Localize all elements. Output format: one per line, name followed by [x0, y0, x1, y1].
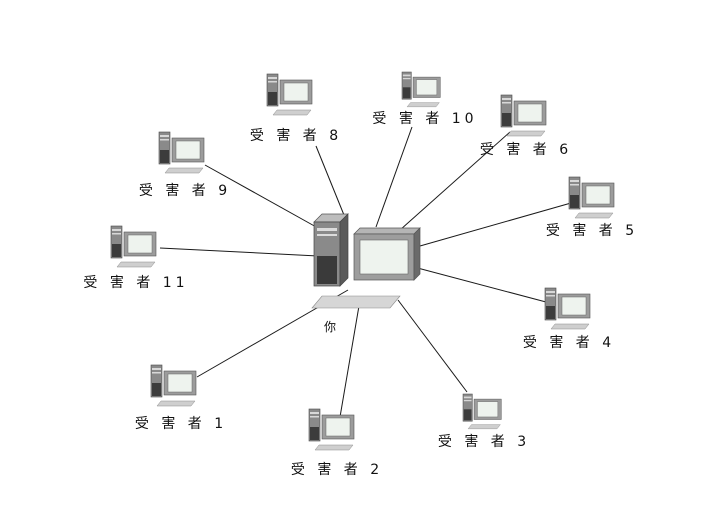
link-victim-4 — [409, 265, 547, 303]
victim-11-computer-icon — [110, 225, 157, 268]
victim-10-label: 受 害 者 10 — [372, 111, 478, 127]
victim-6-computer-icon — [500, 94, 547, 137]
center-computer-icon — [311, 213, 421, 309]
victim-9-label: 受 害 者 9 — [138, 183, 232, 199]
victim-8-computer-icon — [266, 73, 313, 116]
link-victim-2 — [339, 299, 361, 418]
victim-1-label: 受 害 者 1 — [134, 416, 228, 432]
victim-5-label: 受 害 者 5 — [545, 223, 639, 239]
victim-3-label: 受 害 者 3 — [437, 434, 531, 450]
link-victim-11 — [159, 247, 319, 257]
victim-2-label: 受 害 者 2 — [290, 462, 384, 478]
connection-lines — [159, 126, 572, 418]
victim-4-computer-icon — [544, 287, 591, 330]
victim-5-computer-icon — [568, 176, 615, 219]
link-victim-9 — [204, 164, 319, 229]
victim-10-computer-icon — [401, 71, 441, 108]
victim-6-label: 受 害 者 6 — [479, 142, 573, 158]
center-label: 你 — [323, 320, 337, 334]
victim-11-label: 受 害 者 11 — [83, 275, 189, 291]
victim-1-computer-icon — [150, 364, 197, 407]
victim-8-label: 受 害 者 8 — [249, 128, 343, 144]
link-victim-5 — [419, 202, 572, 247]
link-victim-10 — [375, 126, 413, 228]
link-victim-8 — [315, 145, 347, 221]
link-victim-3 — [397, 299, 468, 393]
victim-2-computer-icon — [308, 408, 355, 451]
link-victim-6 — [399, 131, 511, 231]
victim-4-label: 受 害 者 4 — [522, 335, 616, 351]
victim-9-computer-icon — [158, 131, 205, 174]
victim-3-computer-icon — [462, 393, 502, 430]
